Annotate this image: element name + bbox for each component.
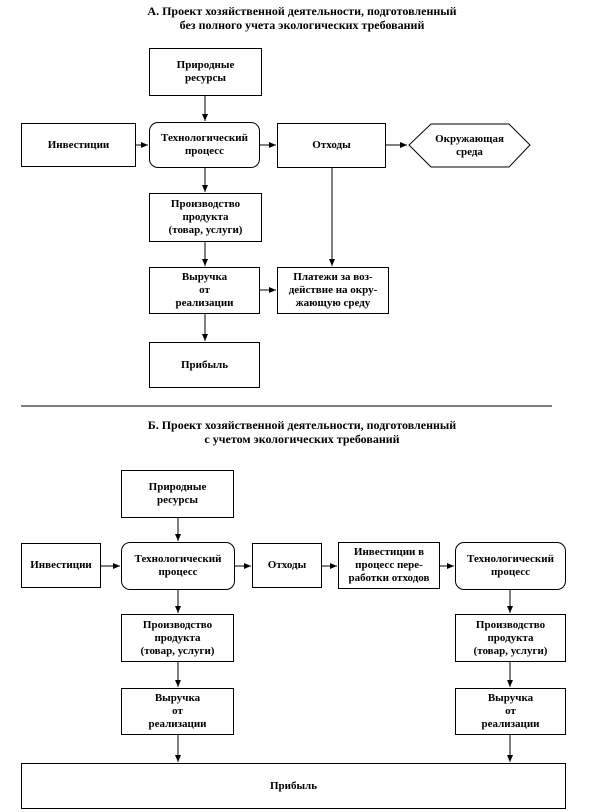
a-tech-process-box: Технологический процесс (149, 122, 260, 168)
b-natural-resources-box: Природные ресурсы (121, 470, 234, 518)
section-a-title-line2: без полного учета экологических требован… (179, 18, 425, 32)
b-revenue-2-label: Выручка от реализации (481, 692, 540, 730)
a-production-label: Производство продукта (товар, услуги) (168, 198, 243, 236)
b-natural-resources-label: Природные ресурсы (148, 481, 207, 506)
b-tech-process-2-label: Технологический процесс (467, 553, 554, 578)
b-investments-label: Инвестиции (30, 559, 92, 571)
b-production-label: Производство продукта (товар, услуги) (140, 618, 215, 657)
b-waste-investments-box: Инвестиции в процесс пере- работки отход… (338, 542, 440, 589)
a-natural-resources-box: Природные ресурсы (149, 48, 262, 96)
b-profit-label: Прибыль (269, 779, 318, 792)
a-production-box: Производство продукта (товар, услуги) (149, 193, 262, 242)
a-natural-resources-label: Природные ресурсы (176, 59, 235, 84)
b-investments-box: Инвестиции (21, 543, 101, 588)
a-payments-label: Платежи за воз- действие на окру- жающую… (288, 271, 378, 309)
b-tech-process-label: Технологический процесс (134, 553, 222, 578)
b-waste-investments-label: Инвестиции в процесс пере- работки отход… (348, 546, 430, 584)
a-environment-shape (408, 123, 531, 168)
b-profit-box: Прибыль (21, 763, 566, 809)
section-a-title-line1: А. Проект хозяйственной деятельности, по… (147, 4, 457, 18)
a-revenue-label: Выручка от реализации (175, 271, 234, 309)
b-tech-process-box: Технологический процесс (121, 542, 235, 590)
a-environment-label: Окружающая среда (435, 132, 504, 158)
a-tech-process-label: Технологический процесс (161, 132, 248, 157)
b-production-box: Производство продукта (товар, услуги) (121, 614, 234, 662)
a-profit-label: Прибыль (180, 358, 229, 371)
a-environment-box: Окружающая среда (409, 124, 530, 167)
a-waste-label: Отходы (312, 139, 351, 151)
b-tech-process-2-box: Технологический процесс (455, 542, 566, 590)
b-waste-box: Отходы (252, 543, 322, 588)
b-production-2-label: Производство продукта (товар, услуги) (473, 618, 548, 657)
section-b-title-line2: с учетом экологических требований (204, 432, 400, 446)
a-investments-box: Инвестиции (21, 123, 136, 167)
a-revenue-box: Выручка от реализации (149, 267, 260, 314)
a-investments-label: Инвестиции (47, 138, 110, 151)
section-a-title: А. Проект хозяйственной деятельности, по… (0, 4, 604, 32)
b-production-2-box: Производство продукта (товар, услуги) (455, 614, 566, 662)
b-revenue-2-box: Выручка от реализации (455, 688, 566, 735)
a-payments-box: Платежи за воз- действие на окру- жающую… (277, 267, 389, 314)
a-profit-box: Прибыль (149, 342, 260, 388)
section-b-title-line1: Б. Проект хозяйственной деятельности, по… (147, 418, 457, 432)
a-waste-box: Отходы (277, 123, 386, 168)
section-b-title: Б. Проект хозяйственной деятельности, по… (0, 418, 604, 446)
b-waste-label: Отходы (267, 559, 307, 571)
b-revenue-label: Выручка от реализации (148, 692, 207, 730)
b-revenue-box: Выручка от реализации (121, 688, 234, 735)
